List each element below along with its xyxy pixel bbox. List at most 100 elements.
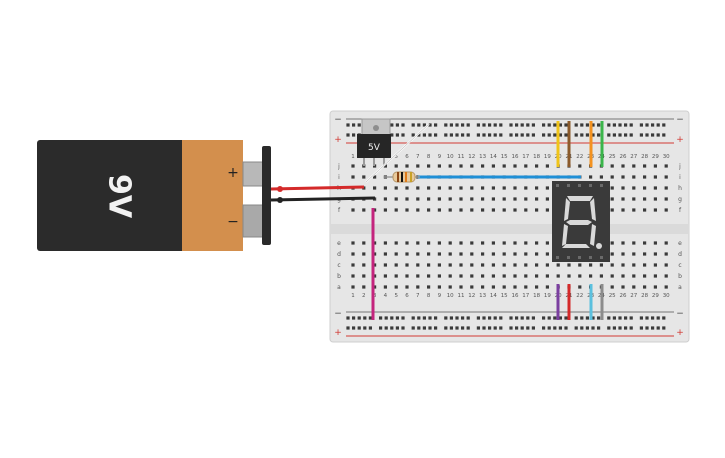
rail-hole[interactable] — [553, 326, 557, 330]
terminal-hole[interactable] — [578, 164, 582, 168]
rail-hole[interactable] — [624, 326, 628, 330]
terminal-hole[interactable] — [427, 274, 431, 278]
rail-hole[interactable] — [526, 123, 530, 127]
terminal-hole[interactable] — [621, 241, 625, 245]
terminal-hole[interactable] — [643, 252, 647, 256]
rail-hole[interactable] — [363, 316, 367, 320]
rail-hole[interactable] — [449, 316, 453, 320]
terminal-hole[interactable] — [394, 208, 398, 212]
rail-hole[interactable] — [639, 133, 643, 137]
terminal-hole[interactable] — [470, 252, 474, 256]
terminal-hole[interactable] — [427, 164, 431, 168]
rail-hole[interactable] — [542, 316, 546, 320]
terminal-hole[interactable] — [664, 263, 668, 267]
terminal-hole[interactable] — [416, 208, 420, 212]
rail-hole[interactable] — [656, 123, 660, 127]
rail-hole[interactable] — [509, 316, 513, 320]
terminal-hole[interactable] — [513, 186, 517, 190]
terminal-hole[interactable] — [535, 263, 539, 267]
terminal-hole[interactable] — [599, 274, 603, 278]
breadboard-holes[interactable] — [346, 123, 668, 330]
terminal-hole[interactable] — [524, 263, 528, 267]
rail-hole[interactable] — [428, 326, 432, 330]
terminal-hole[interactable] — [481, 274, 485, 278]
terminal-hole[interactable] — [621, 263, 625, 267]
rail-hole[interactable] — [547, 123, 551, 127]
terminal-hole[interactable] — [599, 175, 603, 179]
rail-hole[interactable] — [346, 316, 350, 320]
terminal-hole[interactable] — [491, 186, 495, 190]
terminal-hole[interactable] — [664, 285, 668, 289]
terminal-hole[interactable] — [632, 164, 636, 168]
terminal-hole[interactable] — [383, 263, 387, 267]
rail-hole[interactable] — [352, 123, 356, 127]
terminal-hole[interactable] — [610, 252, 614, 256]
terminal-hole[interactable] — [535, 208, 539, 212]
terminal-hole[interactable] — [610, 208, 614, 212]
terminal-hole[interactable] — [524, 252, 528, 256]
rail-hole[interactable] — [607, 316, 611, 320]
terminal-hole[interactable] — [589, 263, 593, 267]
terminal-hole[interactable] — [502, 208, 506, 212]
rail-hole[interactable] — [651, 316, 655, 320]
terminal-hole[interactable] — [427, 241, 431, 245]
rail-hole[interactable] — [629, 133, 633, 137]
terminal-hole[interactable] — [502, 252, 506, 256]
terminal-hole[interactable] — [621, 175, 625, 179]
terminal-hole[interactable] — [351, 208, 355, 212]
terminal-hole[interactable] — [416, 241, 420, 245]
rail-hole[interactable] — [526, 316, 530, 320]
terminal-hole[interactable] — [653, 164, 657, 168]
rail-hole[interactable] — [493, 326, 497, 330]
terminal-hole[interactable] — [448, 263, 452, 267]
terminal-hole[interactable] — [524, 274, 528, 278]
terminal-hole[interactable] — [394, 252, 398, 256]
terminal-hole[interactable] — [491, 197, 495, 201]
terminal-hole[interactable] — [383, 197, 387, 201]
rail-hole[interactable] — [395, 316, 399, 320]
terminal-hole[interactable] — [524, 208, 528, 212]
terminal-hole[interactable] — [491, 274, 495, 278]
battery-terminal-minus[interactable] — [242, 204, 264, 238]
seven-segment-display[interactable] — [552, 181, 610, 262]
rail-hole[interactable] — [379, 326, 383, 330]
terminal-hole[interactable] — [351, 252, 355, 256]
terminal-hole[interactable] — [502, 186, 506, 190]
rail-hole[interactable] — [422, 133, 426, 137]
terminal-hole[interactable] — [405, 252, 409, 256]
terminal-hole[interactable] — [405, 164, 409, 168]
terminal-hole[interactable] — [448, 208, 452, 212]
terminal-hole[interactable] — [632, 241, 636, 245]
rail-hole[interactable] — [363, 326, 367, 330]
rail-hole[interactable] — [585, 326, 589, 330]
rail-hole[interactable] — [455, 133, 459, 137]
rail-hole[interactable] — [461, 133, 465, 137]
terminal-hole[interactable] — [383, 285, 387, 289]
rail-hole[interactable] — [499, 123, 503, 127]
terminal-hole[interactable] — [437, 252, 441, 256]
terminal-hole[interactable] — [373, 175, 377, 179]
rail-hole[interactable] — [466, 316, 470, 320]
terminal-hole[interactable] — [664, 208, 668, 212]
terminal-hole[interactable] — [621, 164, 625, 168]
terminal-hole[interactable] — [502, 274, 506, 278]
terminal-hole[interactable] — [513, 241, 517, 245]
rail-hole[interactable] — [618, 326, 622, 330]
terminal-hole[interactable] — [610, 186, 614, 190]
rail-hole[interactable] — [607, 326, 611, 330]
terminal-hole[interactable] — [448, 186, 452, 190]
rail-hole[interactable] — [547, 326, 551, 330]
terminal-hole[interactable] — [664, 164, 668, 168]
rail-hole[interactable] — [585, 316, 589, 320]
terminal-hole[interactable] — [470, 197, 474, 201]
rail-hole[interactable] — [553, 133, 557, 137]
terminal-hole[interactable] — [664, 241, 668, 245]
terminal-hole[interactable] — [405, 241, 409, 245]
terminal-hole[interactable] — [632, 208, 636, 212]
terminal-hole[interactable] — [578, 263, 582, 267]
rail-hole[interactable] — [368, 316, 372, 320]
terminal-hole[interactable] — [427, 252, 431, 256]
terminal-hole[interactable] — [481, 252, 485, 256]
terminal-hole[interactable] — [491, 263, 495, 267]
rail-hole[interactable] — [499, 133, 503, 137]
